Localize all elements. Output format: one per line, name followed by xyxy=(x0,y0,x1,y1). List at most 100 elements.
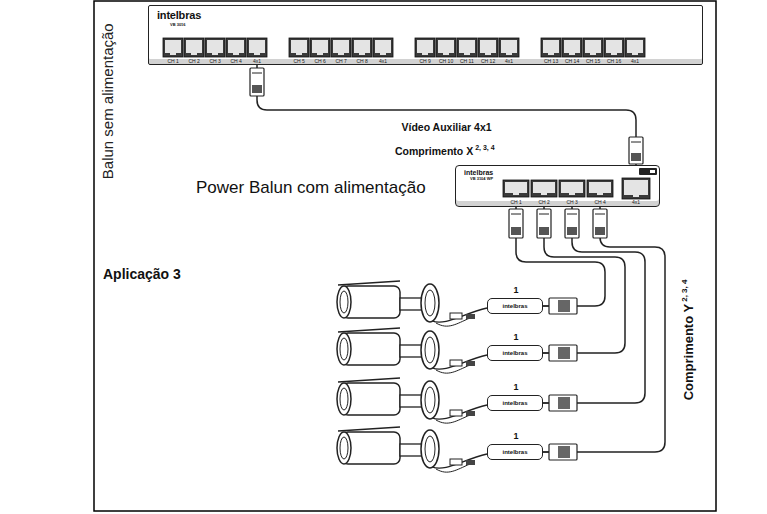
rj45-port xyxy=(622,178,650,199)
port-label: CH 15 xyxy=(586,59,600,64)
rj45-port-inner xyxy=(333,40,349,53)
power-connector xyxy=(466,411,475,416)
port-panel xyxy=(149,6,704,66)
rj45-plug-clip xyxy=(252,73,262,74)
length-text: Comprimento X xyxy=(395,144,473,156)
rj45-port-inner xyxy=(480,40,496,53)
frame-border xyxy=(94,1,716,511)
rj45-plug-clip xyxy=(539,214,549,215)
brand-logo: intelbras xyxy=(157,9,201,21)
balun-plug-link xyxy=(543,451,549,452)
rj45-plug xyxy=(629,137,643,164)
camera-sunshield xyxy=(338,427,400,431)
rj45-port-inner xyxy=(589,182,611,193)
rj45-port-inner xyxy=(291,40,307,53)
camera-mount-inner xyxy=(425,290,435,316)
rj45-port xyxy=(503,180,529,197)
power-connector xyxy=(466,314,475,319)
rj45-plug-clip xyxy=(595,214,605,215)
rj45-port xyxy=(499,38,519,57)
brand-logo: intelbras xyxy=(503,449,528,456)
rj45-port-inner xyxy=(375,40,391,53)
camera-pigtail xyxy=(432,355,487,369)
note-reference: 2, 3, 4 xyxy=(680,280,689,302)
rj45-port-key xyxy=(170,52,176,55)
length-label: Comprimento Y2, 3, 4 xyxy=(680,278,696,403)
camera-balun: 1intelbras xyxy=(487,298,543,314)
rj45-port-inner xyxy=(561,182,583,193)
callout-number: 1 xyxy=(514,383,519,393)
port-label: CH 13 xyxy=(544,59,558,64)
badge xyxy=(639,168,657,175)
rj45-port-key xyxy=(632,52,638,55)
rj45-port-key xyxy=(590,52,596,55)
rj45-port xyxy=(247,38,267,57)
utp-cable xyxy=(543,207,645,403)
rj45-plug xyxy=(593,209,607,238)
rj45-port-key xyxy=(254,52,260,55)
port-label: CH 8 xyxy=(357,59,368,64)
balun-plug-link xyxy=(543,352,549,353)
edge-label: Vídeo Auxiliar 4x1 xyxy=(400,121,494,134)
rj45-port-inner xyxy=(627,40,643,53)
rj45-port xyxy=(457,38,477,57)
rj45-port xyxy=(604,38,624,57)
camera-mount-inner xyxy=(425,387,435,413)
brand-logo: intelbras xyxy=(503,303,528,310)
rj45-port-inner xyxy=(606,40,622,53)
camera-mount xyxy=(421,331,439,369)
rj45-port-inner xyxy=(585,40,601,53)
rj45-port-key xyxy=(338,52,344,55)
port-label: CH 10 xyxy=(439,59,453,64)
rj45-plug-clip xyxy=(567,214,577,215)
rj45-plug xyxy=(549,444,577,460)
port-label: CH 16 xyxy=(607,59,621,64)
camera-lens-ring xyxy=(337,286,351,318)
port-label: 4x1 xyxy=(379,59,387,64)
rj45-port-key xyxy=(191,52,197,55)
port-label: CH 6 xyxy=(315,59,326,64)
rj45-port-inner xyxy=(564,40,580,53)
callout-number: 1 xyxy=(514,333,519,343)
rj45-plug-contacts xyxy=(558,397,570,409)
rj45-plug-contacts xyxy=(631,153,641,161)
badge-mark xyxy=(650,170,655,173)
rj45-port xyxy=(289,38,309,57)
port-label: CH 9 xyxy=(420,59,431,64)
rj45-port-key xyxy=(485,52,491,55)
port-label: CH 1 xyxy=(168,59,179,64)
camera-lens xyxy=(340,437,348,459)
rj45-port-inner xyxy=(249,40,265,53)
bnc-connector xyxy=(450,459,462,465)
power-connector xyxy=(466,361,475,366)
rj45-plug xyxy=(250,68,264,96)
port-label: CH 4 xyxy=(595,200,606,205)
rj45-port-inner xyxy=(207,40,223,53)
camera-sunshield xyxy=(338,281,400,285)
rj45-port-key xyxy=(464,52,470,55)
model-number: VB 3104 WP xyxy=(470,177,493,181)
bnc-connector xyxy=(450,410,462,416)
rj45-port xyxy=(541,38,561,57)
rj45-port xyxy=(331,38,351,57)
rj45-plug xyxy=(537,209,551,238)
model-number: VB 3016 xyxy=(170,23,186,27)
rj45-plug-clip xyxy=(511,214,521,215)
rj45-port-key xyxy=(296,52,302,55)
rj45-plug-contacts xyxy=(558,446,570,458)
camera-sunshield xyxy=(338,328,400,332)
application-title: Aplicação 3 xyxy=(103,266,181,282)
port-label: 4x1 xyxy=(253,59,261,64)
camera-sunshield xyxy=(338,378,400,382)
rj45-port-key xyxy=(541,192,547,195)
brand-logo: intelbras xyxy=(464,169,493,177)
camera-mount xyxy=(421,381,439,419)
rj45-port-key xyxy=(513,192,519,195)
rj45-port xyxy=(310,38,330,57)
camera-lens xyxy=(340,388,348,410)
port-label: 4x1 xyxy=(631,59,639,64)
camera-lens-ring xyxy=(337,383,351,415)
brand-logo: intelbras xyxy=(503,350,528,357)
rj45-port xyxy=(436,38,456,57)
rj45-port xyxy=(559,180,585,197)
